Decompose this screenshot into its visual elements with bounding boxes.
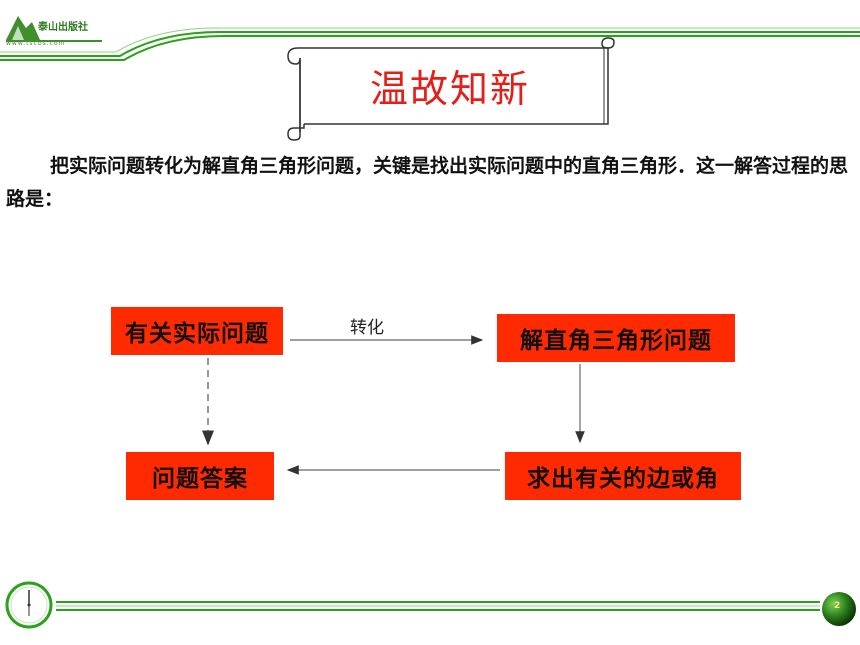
box-find-sides-angles: 求出有关的边或角 (505, 452, 741, 500)
logo-text: 泰山出版社 (38, 22, 88, 33)
page-number-badge[interactable] (820, 590, 858, 628)
convert-label: 转化 (350, 318, 384, 338)
box-solve-right-triangle: 解直角三角形问题 (497, 314, 735, 362)
page-title: 温故知新 (369, 67, 530, 111)
box-problem-answer: 问题答案 (126, 452, 274, 500)
logo-url: www.tscbs.com (6, 40, 66, 47)
footer-divider (56, 601, 820, 611)
page-number: 2 (834, 601, 841, 611)
title-scroll-frame (287, 37, 615, 141)
logo-mountain-icon (6, 16, 102, 42)
intro-paragraph: 把实际问题转化为解直角三角形问题，关键是找出实际问题中的直角三角形．这一解答过程… (6, 155, 849, 210)
box-practical-problem: 有关实际问题 (111, 307, 283, 355)
clock-icon (5, 581, 53, 629)
header-divider (0, 27, 860, 61)
